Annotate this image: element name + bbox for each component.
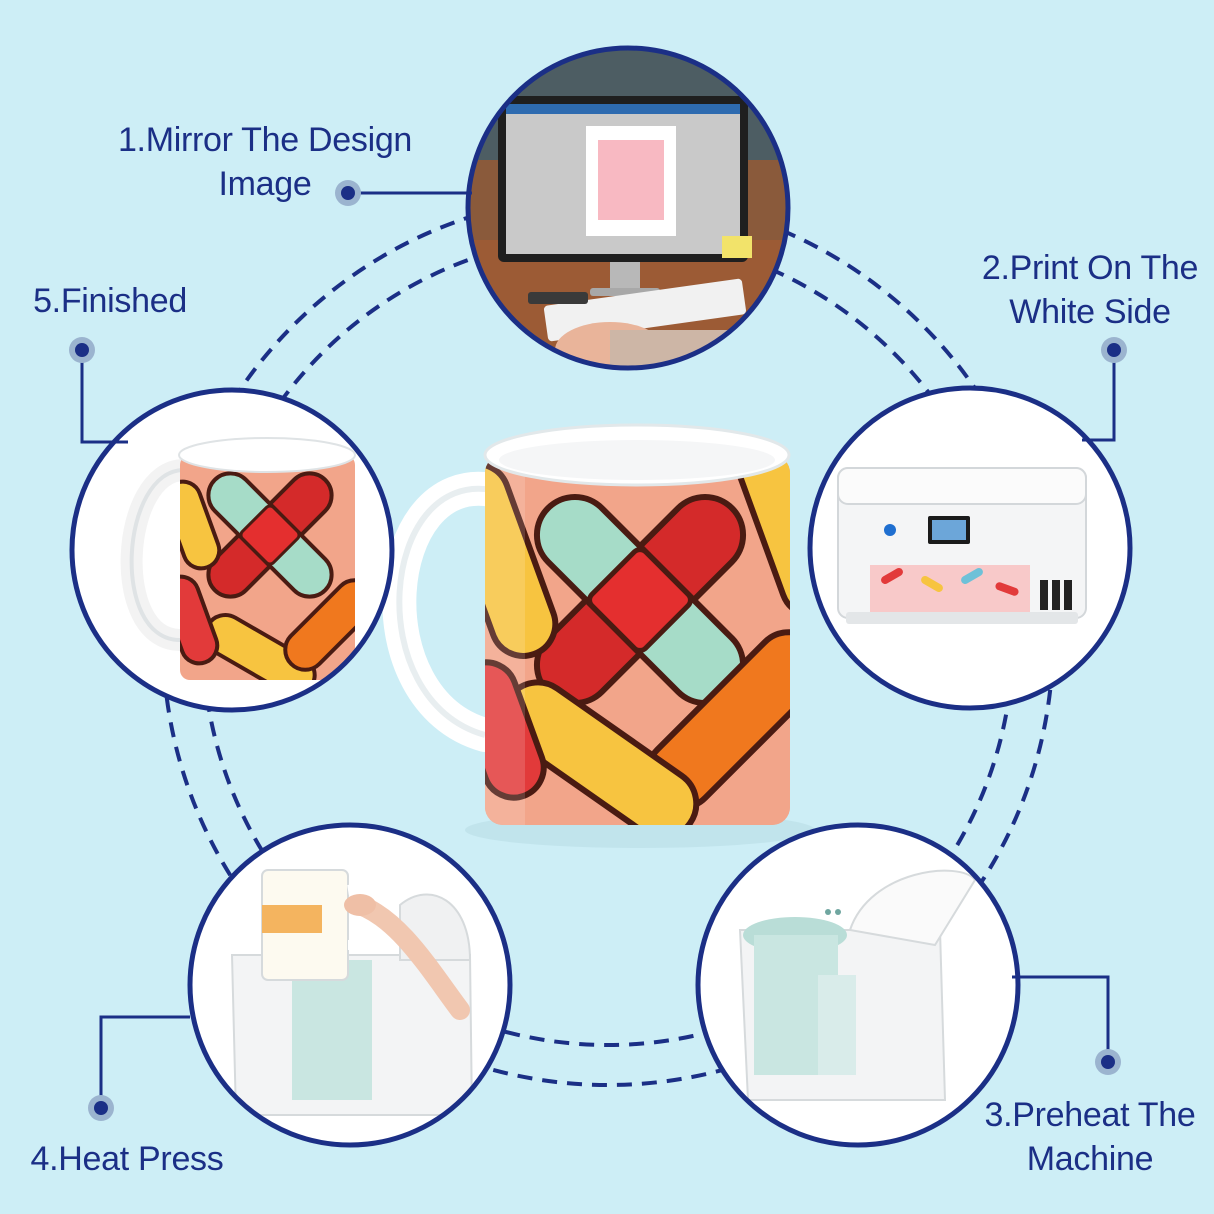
- mug-press-open-image: [698, 825, 1018, 1145]
- mug-press-insert-image: [190, 825, 510, 1145]
- step-1-circle: [465, 45, 791, 371]
- printer-image: [810, 388, 1130, 708]
- computer-image: [468, 48, 788, 368]
- step-2-circle: [807, 385, 1133, 711]
- finished-mug-center: [382, 423, 815, 848]
- connector-step-3: [1012, 975, 1121, 1075]
- connector-step-2: [1082, 337, 1127, 442]
- step-1-label: 1.Mirror The Design Image: [117, 121, 413, 203]
- step-4-label: 4.Heat Press: [30, 1140, 224, 1178]
- connector-step-5: [69, 337, 128, 444]
- connector-step-4: [88, 1015, 190, 1121]
- step-4-circle: [187, 822, 513, 1148]
- step-3-circle: [695, 822, 1021, 1148]
- finished-mug-image: [72, 390, 392, 710]
- step-3-label: 3.Preheat The Machine: [984, 1096, 1196, 1178]
- step-5-label: 5.Finished: [33, 282, 187, 320]
- step-2-label: 2.Print On The White Side: [981, 249, 1199, 331]
- step-5-circle: [69, 387, 395, 713]
- connector-step-1: [335, 180, 472, 206]
